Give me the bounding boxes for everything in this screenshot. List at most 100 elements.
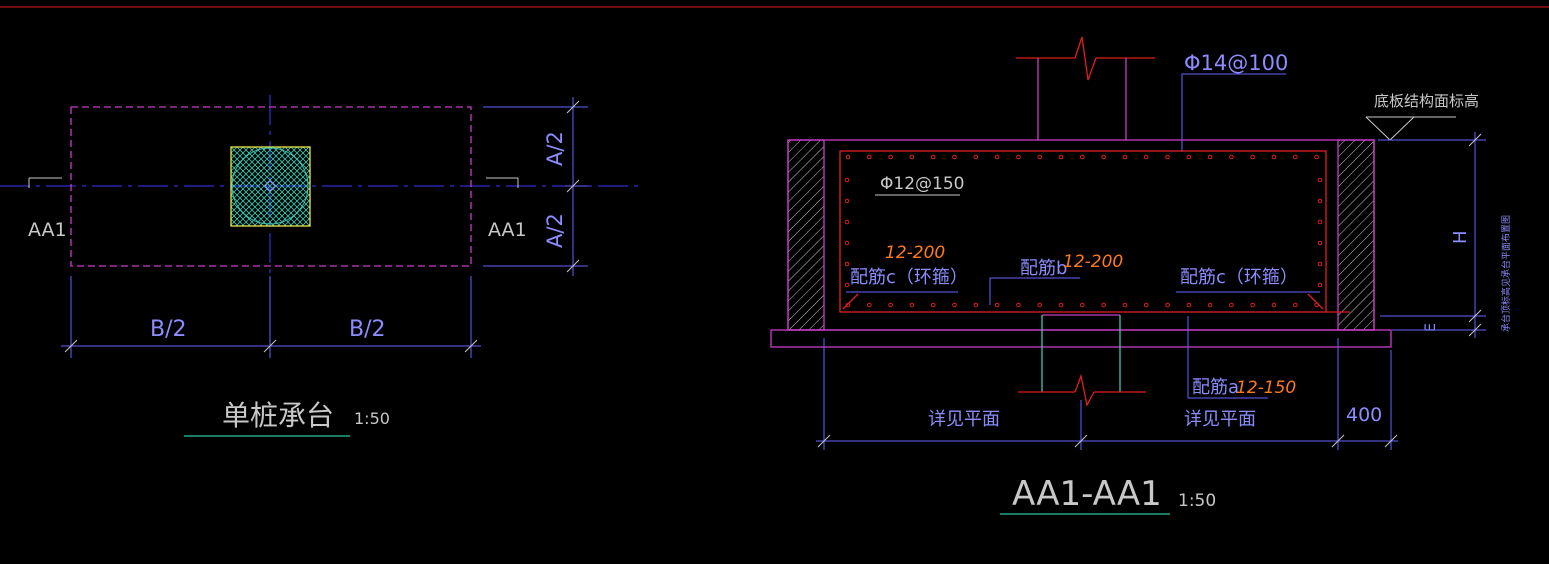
rebar-dot xyxy=(1058,154,1064,160)
section-marker-right: AA1 xyxy=(488,219,527,241)
rebar-dot xyxy=(909,302,915,308)
rebar-dot xyxy=(1143,302,1149,308)
pile-circle xyxy=(231,147,309,225)
rebar-a-label: 配筋a xyxy=(1192,377,1239,398)
rebar-dot xyxy=(844,177,850,183)
rebar-b-leader xyxy=(989,277,1080,305)
rebar-dot xyxy=(844,261,850,267)
rebar-dot xyxy=(1080,302,1085,308)
rebar-dot xyxy=(1314,154,1319,160)
dim-left: 详见平面 xyxy=(928,409,1000,430)
annot-b: 12-200 xyxy=(1063,252,1123,272)
rebar-dot xyxy=(930,302,936,308)
rebar-dot xyxy=(844,198,850,204)
rebar-dot xyxy=(1080,154,1085,160)
dim-h: H xyxy=(1450,230,1471,244)
rebar-dot xyxy=(1058,302,1064,308)
rebar-dot xyxy=(1317,198,1323,204)
rebar-c-left-label: 配筋c（环箍） xyxy=(850,267,968,288)
left-wall-hatch xyxy=(787,139,825,331)
rebar-top-leader xyxy=(1181,73,1286,152)
rebar-dot xyxy=(1250,154,1255,160)
rebar-dot xyxy=(1016,154,1021,160)
rebar-dot xyxy=(994,154,1000,160)
section-title: AA1-AA1 xyxy=(1012,474,1162,514)
rebar-b-label: 配筋b xyxy=(1020,258,1067,279)
rebar-dot xyxy=(845,154,851,160)
rebar-dot xyxy=(909,154,915,160)
plan-title: 单桩承台 xyxy=(222,399,334,432)
elevation-label: 底板结构面标高 xyxy=(1374,92,1479,110)
section-marker-left: AA1 xyxy=(28,219,67,241)
rebar-corner-left xyxy=(842,293,859,310)
rebar-dot xyxy=(867,302,872,308)
dim-right: 详见平面 xyxy=(1184,409,1256,430)
rebar-top-label: Φ14@100 xyxy=(1184,51,1288,75)
rebar-dot xyxy=(1317,219,1323,225)
pile-cap-outline xyxy=(70,106,472,267)
rebar-dot xyxy=(888,302,893,308)
rebar-dot xyxy=(1165,302,1170,308)
dim-b-left: B/2 xyxy=(150,317,187,342)
rebar-dot xyxy=(1317,240,1323,246)
dimension-b xyxy=(61,276,481,358)
rebar-dot xyxy=(1122,154,1128,160)
dim-400: 400 xyxy=(1346,404,1382,426)
vertical-note: 承台顶标高见承台平面布置图 xyxy=(1500,215,1512,332)
rebar-dot xyxy=(994,302,1000,308)
dim-a-upper: A/2 xyxy=(543,131,567,166)
section-scale: 1:50 xyxy=(1178,491,1216,511)
rebar-dot xyxy=(973,154,979,160)
annot-c: 12-200 xyxy=(885,243,945,263)
rebar-dot xyxy=(1229,302,1234,308)
plan-view: AA1 AA1 A/2 A/2 B/2 B/2 xyxy=(0,95,640,437)
rebar-dot xyxy=(1250,302,1255,308)
elevation-marker: 底板结构面标高 xyxy=(1365,92,1479,141)
rebar-dot xyxy=(1037,154,1042,160)
rebar-dot xyxy=(952,154,957,160)
rebar-dot xyxy=(930,154,936,160)
base-slab xyxy=(770,329,1392,348)
rebar-dot xyxy=(973,302,979,308)
rebar-dot xyxy=(867,154,872,160)
rebar-dot xyxy=(1271,302,1277,308)
rebar-dot xyxy=(1143,154,1149,160)
annot-a: 12-150 xyxy=(1236,378,1296,398)
rebar-dot xyxy=(888,154,893,160)
rebar-dot xyxy=(1101,154,1106,160)
rebar-dot xyxy=(1317,282,1323,288)
rebar-dot xyxy=(1122,302,1128,308)
rebar-dot xyxy=(1186,302,1192,308)
rebar-dot xyxy=(1186,154,1192,160)
dimension-a xyxy=(483,97,588,276)
rebar-dot xyxy=(1037,302,1042,308)
rebar-mid-label: Φ12@150 xyxy=(880,174,964,194)
rebar-dot xyxy=(1317,261,1323,267)
rebar-dot xyxy=(952,302,957,308)
rebar-dot xyxy=(1207,302,1213,308)
dim-e: E xyxy=(1423,323,1439,332)
right-wall-hatch xyxy=(1337,139,1375,331)
rebar-dot xyxy=(1293,302,1298,308)
dim-a-lower: A/2 xyxy=(543,213,567,248)
dim-b-right: B/2 xyxy=(349,317,386,342)
rebar-dot xyxy=(1207,154,1213,160)
pile-center-mark xyxy=(264,180,276,192)
rebar-dot xyxy=(1271,154,1277,160)
rebar-dot xyxy=(1317,177,1323,183)
rebar-corner-right xyxy=(1307,293,1324,310)
column-above xyxy=(1016,36,1155,140)
plan-scale: 1:50 xyxy=(354,409,390,428)
rebar-dot xyxy=(1165,154,1170,160)
pile-cap-section-outline xyxy=(787,139,1375,331)
rebar-a-leader xyxy=(1187,316,1268,399)
rebar-cage xyxy=(839,150,1327,313)
rebar-dot xyxy=(844,282,850,288)
rebar-dot xyxy=(844,219,850,225)
dimension-bottom xyxy=(816,338,1398,450)
pile-below xyxy=(1018,314,1146,407)
section-view: Φ14@100 底板结构面标高 Φ12@150 xyxy=(770,36,1512,515)
rebar-dot xyxy=(1229,154,1234,160)
rebar-dot xyxy=(1293,154,1298,160)
